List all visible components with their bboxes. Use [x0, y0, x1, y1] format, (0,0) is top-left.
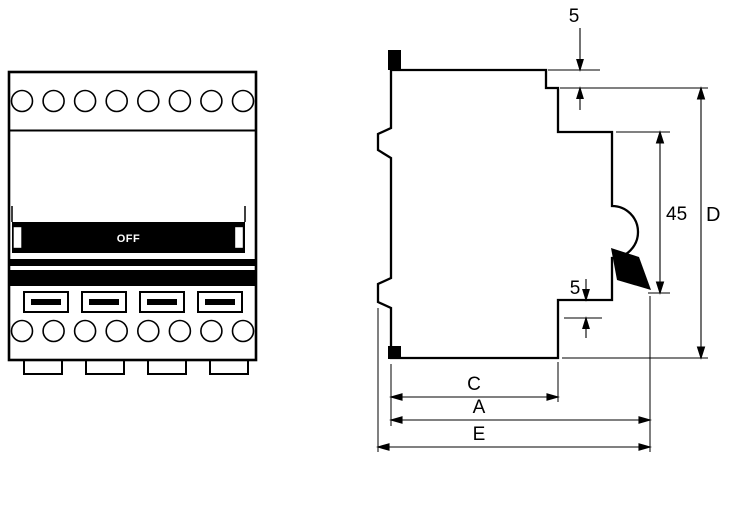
front-view: OFF — [7, 70, 258, 375]
dim-label: D — [706, 204, 720, 226]
arrowhead-up — [582, 316, 590, 330]
terminal-screw — [10, 319, 34, 343]
arrowhead-left — [376, 443, 390, 451]
dim-bottom-clearance: 5 — [564, 278, 602, 338]
slot-bar — [31, 299, 61, 305]
din-clip-tab-top — [388, 50, 401, 70]
dim-top-clearance: 5 — [548, 6, 708, 110]
arrowhead-left — [389, 416, 403, 424]
slot-row — [23, 291, 243, 313]
arrowhead-left — [389, 393, 403, 401]
arrowhead-right — [638, 443, 652, 451]
terminal-screw — [168, 319, 192, 343]
terminal-screw — [231, 89, 255, 113]
dim-width-e: E — [376, 308, 652, 452]
dimension-annotations: 5 45 D 5 — [376, 6, 720, 452]
terminal-screw — [200, 319, 223, 343]
arrowhead-down — [576, 58, 584, 72]
terminal-screw — [200, 89, 223, 113]
arrowhead-right — [638, 416, 652, 424]
arrowhead-up — [655, 130, 665, 144]
arrowhead-down — [696, 346, 706, 360]
dim-width-a: A — [389, 296, 652, 452]
toggle-end-tab — [12, 225, 23, 250]
mounting-foot — [147, 359, 187, 375]
arrowhead-up — [696, 86, 706, 100]
dim-overall-height: D — [562, 86, 720, 360]
arrowhead-down — [655, 281, 665, 295]
slot-bar — [147, 299, 177, 305]
dim-label: 5 — [569, 6, 580, 27]
din-clip-tab-bottom — [388, 346, 401, 359]
dim-label: 45 — [666, 204, 687, 225]
terminal-screw — [168, 89, 192, 113]
slot-bar — [205, 299, 235, 305]
arrowhead-up — [576, 86, 584, 100]
mounting-foot — [209, 359, 249, 375]
terminal-screw — [42, 89, 65, 113]
arrowhead-down — [582, 288, 590, 302]
dim-label: E — [473, 424, 486, 445]
dim-label: 5 — [570, 278, 581, 299]
top-terminal-row — [10, 89, 255, 113]
mounting-foot — [85, 359, 125, 375]
dim-handle-height: 45 — [616, 130, 687, 295]
terminal-screw — [42, 319, 65, 343]
stripe-thin — [10, 259, 255, 266]
dim-label: C — [467, 374, 481, 395]
slot-bar — [89, 299, 119, 305]
stripe-thick — [10, 270, 255, 286]
bottom-terminal-row — [10, 319, 255, 343]
breaker-body — [7, 70, 258, 362]
terminal-screw — [137, 319, 160, 343]
toggle-bar[interactable]: OFF — [12, 222, 245, 253]
toggle-rocker[interactable] — [12, 222, 245, 253]
terminal-screw — [10, 89, 34, 113]
arrowhead-right — [546, 393, 560, 401]
terminal-screw — [73, 89, 97, 113]
terminal-screw — [105, 89, 128, 113]
dim-width-c: C — [389, 362, 560, 426]
breaker-profile — [376, 68, 640, 360]
toggle-state-label: OFF — [117, 233, 141, 245]
dim-label: A — [473, 397, 486, 418]
side-view — [376, 50, 651, 360]
toggle-end-tab — [233, 225, 245, 250]
terminal-screw — [231, 319, 255, 343]
terminal-screw — [137, 89, 160, 113]
toggle-lever[interactable] — [611, 248, 651, 290]
mounting-foot — [23, 359, 63, 375]
terminal-screw — [73, 319, 97, 343]
terminal-screw — [105, 319, 128, 343]
